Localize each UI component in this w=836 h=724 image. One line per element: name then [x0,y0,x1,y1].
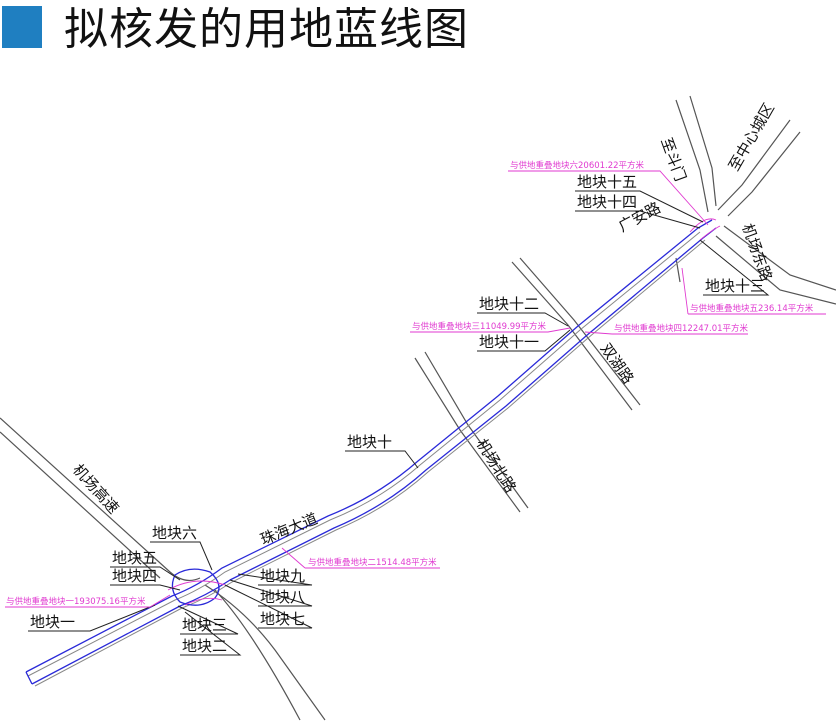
blue-boundary-south [31,227,717,685]
road-label-airport-east-road: 机场东路 [738,221,775,284]
note-leader-n3 [410,327,571,333]
plot-label-4: 地块四 [112,567,157,585]
airport-expressway-road [0,417,201,582]
note-leader-n5 [681,267,826,315]
road-label-airport-expressway: 机场高速 [69,461,123,518]
plot-label-6: 地块六 [152,524,197,542]
leader-p3 [177,605,239,635]
leader-p12 [477,312,569,327]
leader-p15 [575,190,704,223]
leader-p4 [110,584,181,591]
blue-boundary-start-cap [25,671,33,685]
leader-p11 [477,329,571,352]
leader-p9 [237,573,313,586]
airport-east-road [723,225,836,291]
road-label-to-city-center: 至中心城区 [725,100,778,174]
south-road-edge [214,589,301,721]
airport-expressway-road-edge [0,431,161,579]
overlap-note-1: 与供地重叠地块一193075.16平方米 [6,596,146,607]
zhuhai-avenue-road-edge [34,239,706,687]
note-leader-n2 [281,547,440,569]
plot-label-2: 地块二 [182,637,227,655]
city-center-road-edge [727,131,801,217]
doumen-road [675,99,709,213]
plot-label-15: 地块十五 [577,173,637,191]
plot-label-9: 地块九 [260,567,305,585]
plot-label-14: 地块十四 [577,193,637,211]
city-center-road [717,119,791,211]
overlap-note-2: 与供地重叠地块二1514.48平方米 [308,557,437,568]
doumen-road-edge [689,95,717,207]
note-leader-n4 [584,331,748,335]
plot-label-7: 地块七 [260,610,305,628]
leader-p10 [345,450,419,469]
guangan-road [675,257,681,283]
shuanghu-road [511,261,633,411]
page-title: 拟核发的用地蓝线图 [64,4,469,55]
overlap-note-6: 与供地重叠地块六20601.22平方米 [510,160,645,171]
leader-p13 [699,239,770,296]
note-leader-n6 [508,170,709,226]
airport-east-road-edge [715,235,836,305]
leader-p14 [575,210,701,229]
zhuhai-avenue-road [27,231,701,677]
title-marker [2,6,42,48]
plot-label-10: 地块十 [347,433,392,451]
south-road [204,584,326,721]
road-label-to-doumen: 至斗门 [657,135,689,183]
plot-label-8: 地块八 [260,588,305,606]
west-junction-ring [171,568,220,606]
plot-label-12: 地块十二 [479,295,539,313]
leader-p6 [150,541,213,571]
leader-p2 [180,611,242,656]
shuanghu-road-edge [519,257,641,406]
plot-label-11: 地块十一 [479,333,539,351]
plot-label-13: 地块十三 [705,277,765,295]
plot-label-5: 地块五 [112,549,157,567]
plot-label-3: 地块三 [182,616,227,634]
leader-p7 [224,584,313,629]
road-label-airport-north-road: 机场北路 [473,436,520,496]
road-label-shuanghu-road: 双湖路 [597,340,638,387]
plot-label-1: 地块一 [30,613,75,631]
airport-north-road-edge [424,351,529,509]
note-leader-n1 [5,594,171,608]
blue-boundary-north [25,219,713,673]
overlap-note-3: 与供地重叠地块三11049.99平方米 [412,321,547,332]
leader-p8 [229,579,313,607]
overlap-note-4: 与供地重叠地块四12247.01平方米 [614,323,749,334]
leader-p5 [110,566,181,581]
overlap-note-5: 与供地重叠地块五236.14平方米 [690,303,814,314]
leader-p1 [28,604,156,632]
airport-north-road [414,357,521,513]
